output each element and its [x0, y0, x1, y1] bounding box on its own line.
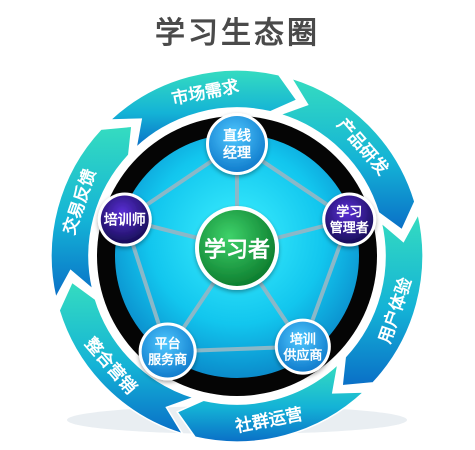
node-label-line: 培训师: [104, 212, 146, 229]
node-trainer: 培训师: [97, 192, 152, 247]
ring-segment-ux: 用户体验: [341, 212, 424, 387]
ring-segment-community: 社群运营: [176, 362, 366, 443]
node-label-line: 服务商: [148, 352, 187, 368]
node-label-line: 供应商: [282, 347, 322, 363]
node-label-line: 平台: [155, 336, 181, 352]
center-node: 学习者: [195, 206, 279, 290]
center-label: 学习者: [204, 237, 270, 263]
diagram-title: 学习生态圈: [155, 16, 320, 51]
node-label-line: 培训: [290, 331, 316, 347]
ring-segment-market: 市场需求: [108, 69, 298, 150]
node-label-line: 直线: [223, 128, 251, 145]
node-label-line: 管理者: [330, 220, 369, 236]
node-label-line: 学习: [336, 204, 362, 220]
node-label-line: 经理: [223, 145, 251, 162]
